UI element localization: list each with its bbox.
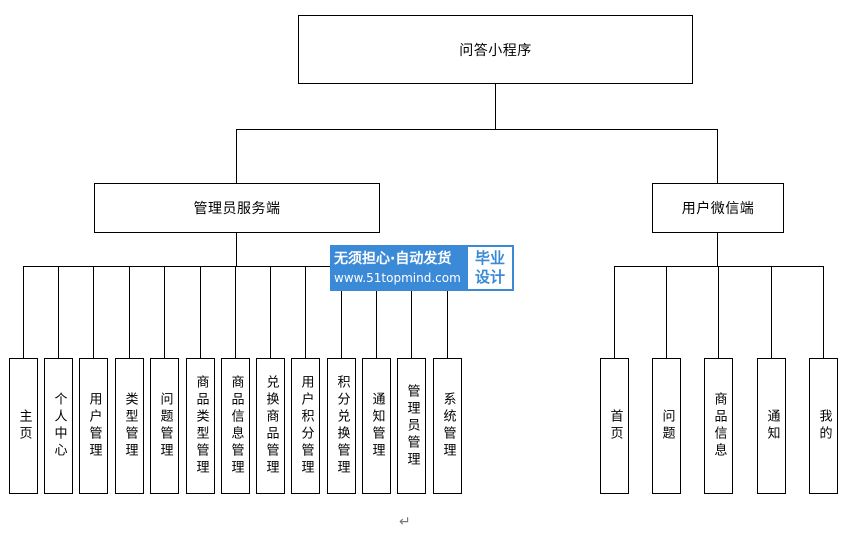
admin-child-connector (411, 266, 412, 358)
connector-admin-down (236, 233, 237, 267)
admin-child-node: 用户管理 (79, 358, 108, 494)
admin-child-node: 积分兑换管理 (327, 358, 356, 494)
admin-node: 管理员服务端 (94, 183, 380, 233)
admin-child-node: 商品类型管理 (186, 358, 215, 494)
watermark-badge-line2: 设计 (474, 268, 505, 286)
admin-child-node: 主页 (9, 358, 38, 494)
user-child-label: 我的 (816, 409, 832, 443)
connector-user-down (717, 233, 718, 267)
admin-child-label: 用户管理 (86, 392, 102, 460)
admin-child-label: 商品信息管理 (228, 375, 244, 477)
admin-child-connector (129, 266, 130, 358)
admin-child-connector (447, 266, 448, 358)
user-child-connector (771, 266, 772, 358)
user-child-node: 通知 (757, 358, 786, 494)
admin-child-label: 个人中心 (51, 392, 67, 460)
admin-child-label: 通知管理 (369, 392, 385, 460)
admin-child-node: 个人中心 (44, 358, 73, 494)
user-child-label: 通知 (764, 409, 780, 443)
connector-level2-horizontal (236, 129, 718, 130)
admin-child-node: 管理员管理 (397, 358, 426, 494)
user-child-connector (823, 266, 824, 358)
admin-child-label: 主页 (16, 409, 32, 443)
admin-child-node: 类型管理 (115, 358, 144, 494)
user-child-node: 我的 (809, 358, 838, 494)
admin-child-connector (23, 266, 24, 358)
root-node: 问答小程序 (298, 15, 693, 84)
admin-child-connector (200, 266, 201, 358)
admin-child-label: 积分兑换管理 (334, 375, 350, 477)
admin-label: 管理员服务端 (193, 201, 281, 217)
admin-child-node: 系统管理 (433, 358, 462, 494)
user-child-node: 首页 (600, 358, 629, 494)
watermark-badge-line1: 毕业 (474, 249, 505, 267)
user-child-label: 首页 (607, 409, 623, 443)
admin-child-connector (376, 266, 377, 358)
connector-to-admin (236, 129, 237, 183)
connector-to-user (717, 129, 718, 183)
admin-child-connector (93, 266, 94, 358)
admin-child-connector (270, 266, 271, 358)
admin-child-node: 兑换商品管理 (256, 358, 285, 494)
admin-child-label: 系统管理 (440, 392, 456, 460)
user-node: 用户微信端 (652, 183, 784, 233)
connector-root-down (495, 84, 496, 130)
user-child-node: 商品信息 (704, 358, 733, 494)
admin-child-connector (235, 266, 236, 358)
root-label: 问答小程序 (459, 42, 532, 59)
admin-child-label: 类型管理 (122, 392, 138, 460)
admin-child-node: 问题管理 (150, 358, 179, 494)
user-child-label: 问题 (659, 409, 675, 443)
admin-child-node: 通知管理 (362, 358, 391, 494)
user-label: 用户微信端 (681, 201, 755, 217)
user-child-connector (666, 266, 667, 358)
admin-child-label: 问题管理 (157, 392, 173, 460)
admin-child-connector (164, 266, 165, 358)
user-child-connector (718, 266, 719, 358)
watermark-text-block: 无须担心·自动发货 www.51topmind.com (330, 245, 466, 291)
admin-child-node: 商品信息管理 (221, 358, 250, 494)
user-child-label: 商品信息 (711, 392, 727, 460)
watermark-badge: 毕业 设计 (466, 245, 514, 291)
user-child-connector (614, 266, 615, 358)
admin-child-label: 用户积分管理 (298, 375, 314, 477)
user-child-node: 问题 (652, 358, 681, 494)
watermark-line1: 无须担心·自动发货 (334, 251, 452, 267)
admin-child-label: 商品类型管理 (193, 375, 209, 477)
return-mark: ↵ (399, 514, 411, 530)
admin-child-label: 兑换商品管理 (263, 375, 279, 477)
admin-child-connector (305, 266, 306, 358)
watermark-line2: www.51topmind.com (334, 271, 461, 285)
watermark: 无须担心·自动发货 www.51topmind.com 毕业 设计 (330, 245, 514, 291)
admin-child-label: 管理员管理 (404, 383, 420, 469)
admin-child-node: 用户积分管理 (291, 358, 320, 494)
admin-child-connector (58, 266, 59, 358)
admin-child-connector (341, 266, 342, 358)
